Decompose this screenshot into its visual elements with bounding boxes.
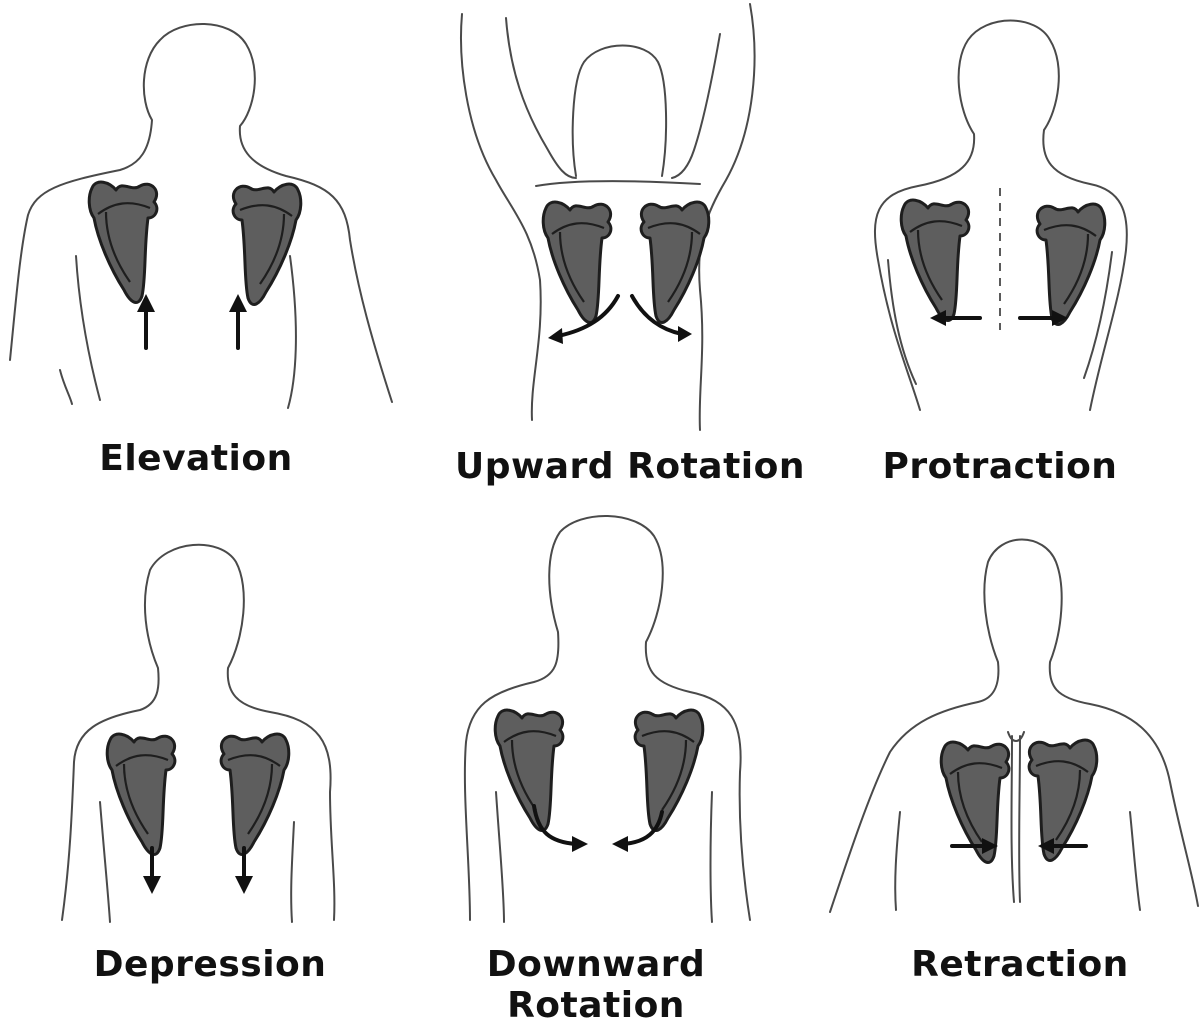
outward-arrow-icon	[930, 310, 1068, 326]
elevation-illustration	[9, 23, 393, 409]
downward-rotation-illustration	[463, 515, 751, 923]
retraction-illustration	[829, 538, 1199, 913]
left-scapula	[541, 200, 613, 325]
torso-outline	[874, 19, 1128, 411]
caption-protraction: Protraction	[882, 446, 1118, 487]
caption-downward-rotation: Downward Rotation	[486, 944, 706, 1026]
right-scapula	[1037, 204, 1105, 324]
right-scapula	[635, 710, 703, 830]
left-scapula	[493, 708, 565, 833]
protraction-illustration	[874, 19, 1128, 411]
panel-downward-rotation: Downward Rotation	[400, 492, 800, 1026]
inward-rotation-arrow-icon	[532, 804, 664, 852]
left-scapula	[899, 198, 971, 323]
right-scapula	[1029, 740, 1097, 860]
right-scapula	[641, 202, 709, 322]
panel-elevation: Elevation	[0, 0, 400, 492]
panel-protraction: Protraction	[800, 0, 1200, 492]
caption-depression: Depression	[93, 944, 327, 985]
torso-outline	[829, 538, 1199, 913]
panel-retraction: Retraction	[800, 492, 1200, 985]
caption-upward-rotation: Upward Rotation	[455, 446, 805, 487]
inward-arrow-icon	[950, 838, 1088, 854]
right-scapula	[221, 734, 289, 854]
upward-rotation-illustration	[460, 3, 756, 431]
depression-illustration	[61, 543, 336, 923]
right-scapula	[233, 184, 301, 304]
panel-upward-rotation: Upward Rotation	[400, 0, 804, 492]
head-outline	[571, 44, 668, 177]
caption-elevation: Elevation	[99, 438, 293, 479]
raised-arms-outline	[460, 13, 542, 421]
left-scapula	[87, 180, 159, 305]
rotation-arrow-icon	[548, 294, 692, 344]
down-arrow-icon	[143, 846, 253, 894]
caption-retraction: Retraction	[911, 944, 1129, 985]
torso-outline	[61, 543, 336, 921]
torso-outline	[9, 23, 393, 403]
torso-outline	[463, 515, 751, 921]
panel-depression: Depression	[0, 492, 400, 985]
up-arrow-icon	[137, 294, 247, 350]
left-scapula	[105, 732, 177, 857]
